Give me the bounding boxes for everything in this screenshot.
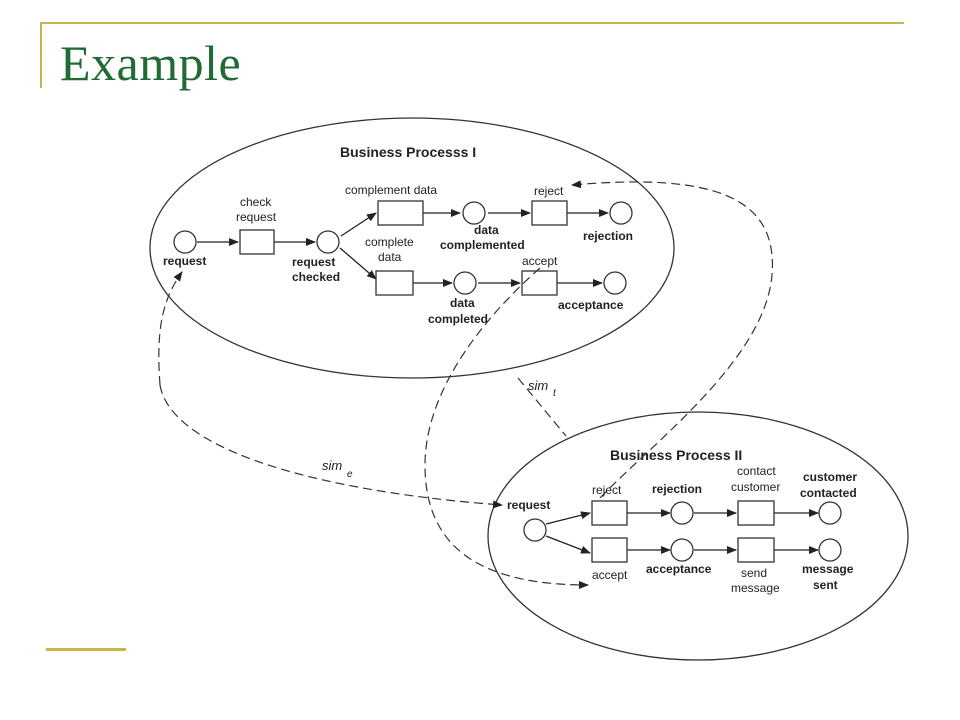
p2-label-accept: accept xyxy=(592,568,628,582)
p1-label-request-checked-1: request xyxy=(292,255,335,269)
p2-label-reject: reject xyxy=(592,483,622,497)
p1-label-check-2: request xyxy=(236,210,277,224)
p1-label-complete-1: complete xyxy=(365,235,414,249)
p1-label-data-complemented-1: data xyxy=(474,223,499,237)
p1-transition-complete-data xyxy=(375,270,414,296)
p2-place-rejection xyxy=(670,501,694,525)
p1-label-request-checked-2: checked xyxy=(292,270,340,284)
process2-boundary xyxy=(487,411,909,661)
p2-label-contacted-1: customer xyxy=(803,470,857,484)
sim-t-leader-line xyxy=(517,377,567,437)
title-accent-line-top xyxy=(40,22,904,24)
p2-place-customer-contacted xyxy=(818,501,842,525)
p1-label-complement-data: complement data xyxy=(345,183,437,197)
p2-place-acceptance xyxy=(670,538,694,562)
process2-title: Business Process II xyxy=(610,447,742,463)
sim-t-subscript: t xyxy=(553,388,557,399)
sim-e-subscript: e xyxy=(347,469,353,480)
p1-transition-reject xyxy=(531,200,568,226)
sim-t-mapping-reject xyxy=(571,180,773,499)
p1-label-acceptance: acceptance xyxy=(558,298,624,312)
p2-label-send-2: message xyxy=(731,581,780,595)
sim-t-mapping-accept xyxy=(424,267,589,589)
p1-label-accept: accept xyxy=(522,254,558,268)
arc-p1-checked-to-complement xyxy=(340,212,377,237)
p2-label-acceptance: acceptance xyxy=(646,562,712,576)
p2-label-request: request xyxy=(507,498,550,512)
p2-label-message-sent-1: message xyxy=(802,562,854,576)
p1-label-reject: reject xyxy=(534,184,564,198)
p1-place-request xyxy=(173,230,197,254)
footer-accent-line xyxy=(46,648,126,651)
p1-place-data-completed xyxy=(453,271,477,295)
p2-transition-accept xyxy=(591,537,628,563)
title-accent-line-left xyxy=(40,22,42,88)
arc-p2-request-to-accept xyxy=(545,535,591,554)
p1-transition-accept xyxy=(521,270,558,296)
p2-label-contacted-2: contacted xyxy=(800,486,857,500)
p2-label-rejection: rejection xyxy=(652,482,702,496)
slide-title: Example xyxy=(60,35,242,91)
sim-e-mapping-request-a xyxy=(159,384,503,509)
p1-place-rejection xyxy=(609,201,633,225)
p1-label-complete-2: data xyxy=(378,250,402,264)
arc-p1-checked-to-complete xyxy=(339,247,377,280)
sim-t-label: sim xyxy=(528,378,548,393)
p2-place-request xyxy=(523,518,547,542)
process1-boundary xyxy=(149,117,675,379)
p1-label-request: request xyxy=(163,254,206,268)
p2-transition-reject xyxy=(591,500,628,526)
p1-transition-complement-data xyxy=(377,200,424,226)
p1-transition-check-request xyxy=(239,229,275,255)
p1-label-data-complemented-2: complemented xyxy=(440,238,525,252)
p1-label-rejection: rejection xyxy=(583,229,633,243)
p1-label-data-completed-2: completed xyxy=(428,312,488,326)
p2-label-contact-1: contact xyxy=(737,464,776,478)
sim-e-label: sim xyxy=(322,458,342,473)
sim-e-mapping-request-b xyxy=(158,271,183,386)
p2-transition-send-message xyxy=(737,537,775,563)
p2-label-send-1: send xyxy=(741,566,767,580)
p2-label-message-sent-2: sent xyxy=(813,578,838,592)
p2-place-message-sent xyxy=(818,538,842,562)
process1-title: Business Processs I xyxy=(340,144,476,160)
p1-place-acceptance xyxy=(603,271,627,295)
p1-place-data-complemented xyxy=(462,201,486,225)
p1-label-data-completed-1: data xyxy=(450,296,475,310)
p2-transition-contact-customer xyxy=(737,500,775,526)
p1-place-request-checked xyxy=(316,230,340,254)
arc-p2-request-to-reject xyxy=(545,511,591,525)
p1-label-check-1: check xyxy=(240,195,272,209)
p2-label-contact-2: customer xyxy=(731,480,780,494)
